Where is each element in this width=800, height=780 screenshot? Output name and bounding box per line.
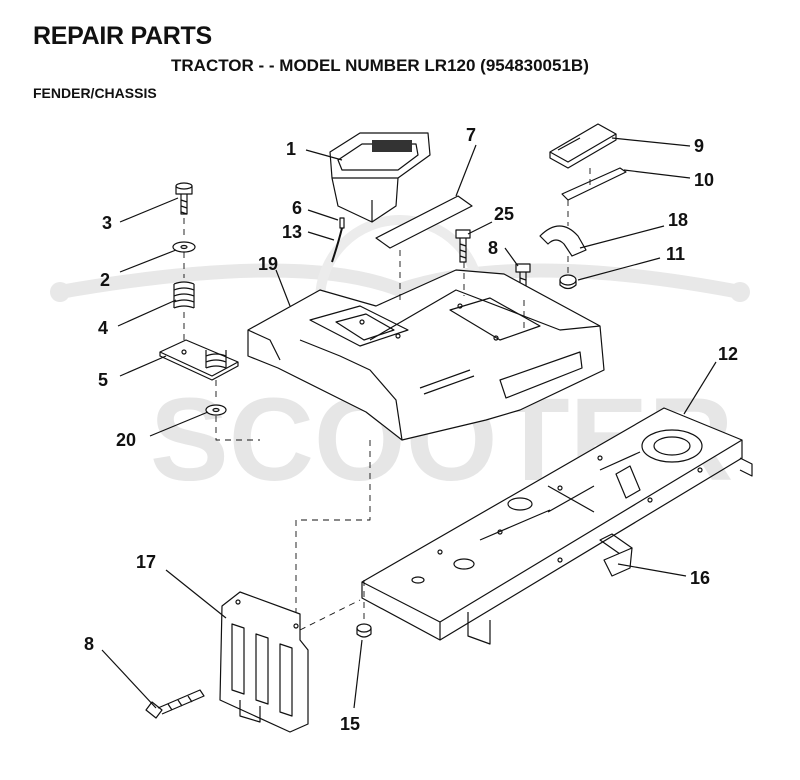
part-11-nut — [559, 274, 577, 290]
part-1-storage-tray — [329, 132, 431, 223]
callout-16: 16 — [690, 568, 710, 588]
callout-11: 11 — [666, 244, 685, 264]
callout-8-upper: 8 — [488, 238, 498, 258]
callout-13: 13 — [282, 222, 302, 242]
callout-7: 7 — [466, 125, 476, 145]
part-6-pin — [339, 217, 345, 229]
callout-8-lower: 8 — [84, 634, 94, 654]
callout-4: 4 — [98, 318, 108, 338]
part-9-plate — [549, 123, 617, 169]
callout-10: 10 — [694, 170, 714, 190]
page-title: REPAIR PARTS — [33, 22, 212, 50]
callout-labels: 1 7 9 10 3 6 13 25 18 2 8 11 19 4 5 12 2… — [84, 125, 738, 734]
callout-15: 15 — [340, 714, 360, 734]
callout-3: 3 — [102, 213, 112, 233]
callout-9: 9 — [694, 136, 704, 156]
callout-6: 6 — [292, 198, 302, 218]
callout-18: 18 — [668, 210, 688, 230]
part-3-bolt — [175, 182, 193, 215]
part-20-washer — [205, 404, 227, 416]
part-2-washer — [172, 241, 196, 253]
callout-12: 12 — [718, 344, 738, 364]
assembly-dash-lines — [183, 168, 591, 631]
part-12-chassis-frame — [361, 407, 753, 645]
part-4-spring — [173, 281, 195, 309]
part-7-strip — [375, 195, 473, 249]
model-subtitle: TRACTOR - - MODEL NUMBER LR120 (95483005… — [171, 56, 589, 75]
part-13-wire — [331, 227, 343, 263]
callout-17: 17 — [136, 552, 156, 572]
callout-19: 19 — [258, 254, 278, 274]
part-5-spring-plate — [159, 339, 239, 381]
callout-5: 5 — [98, 370, 108, 390]
part-16-bracket — [603, 547, 633, 577]
callout-2: 2 — [100, 270, 110, 290]
part-15-nut — [356, 623, 372, 638]
callout-1: 1 — [286, 139, 296, 159]
part-10-bracket — [561, 167, 627, 201]
callout-25: 25 — [494, 204, 514, 224]
part-18-clip — [539, 225, 587, 257]
part-25-bolt — [455, 229, 471, 263]
callout-20: 20 — [116, 430, 136, 450]
part-17-mounting-plate — [219, 591, 309, 733]
part-8-lower-bolt — [145, 689, 205, 719]
section-title: FENDER/CHASSIS — [33, 85, 157, 101]
part-19-fender — [247, 269, 605, 441]
leader-lines — [101, 137, 717, 709]
